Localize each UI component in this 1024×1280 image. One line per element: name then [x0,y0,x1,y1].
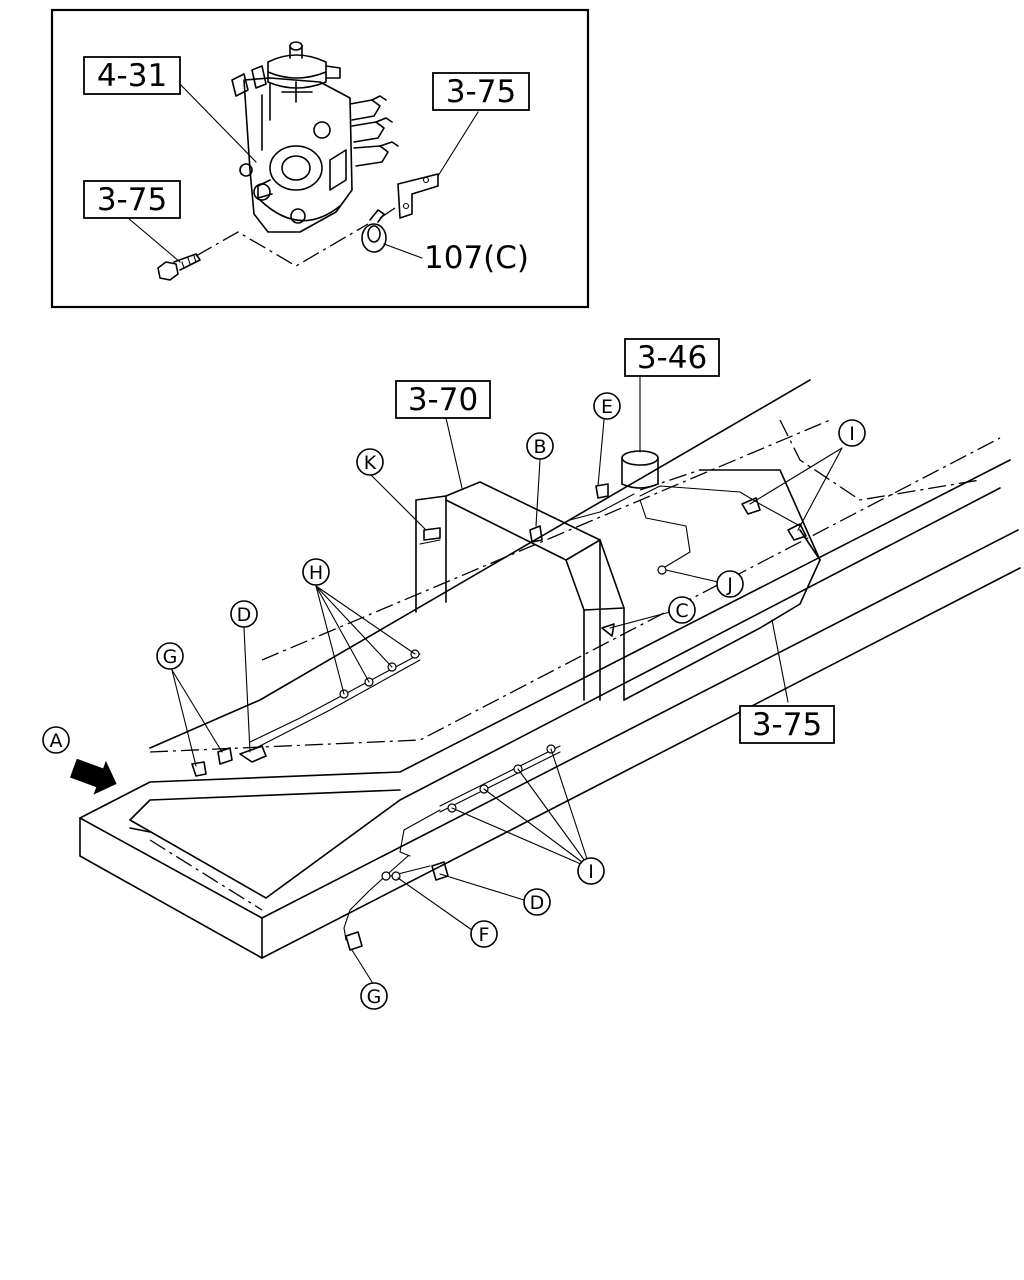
leader-lines [171,375,843,983]
label-box-3-70: 3-70 [395,380,491,419]
callout-C: C [668,596,696,624]
label-box-4-31: 4-31 [83,56,181,95]
fuel-tank [415,419,981,701]
callout-I-bottom: I [577,857,605,885]
bolt-icon [157,253,201,281]
svg-text:H: H [309,562,323,584]
label-107c: 107(C) [424,240,529,276]
svg-text:B: B [533,436,546,458]
callout-H: H [302,558,330,586]
svg-text:D: D [237,604,252,626]
callout-J: J [716,570,744,598]
callout-G-top: G [156,642,184,670]
svg-text:C: C [675,600,688,622]
label-box-3-46: 3-46 [624,338,720,377]
callout-F: F [470,920,498,948]
callout-B: B [526,432,554,460]
label-3-46: 3-46 [637,340,707,376]
callout-K: K [356,448,384,476]
label-4-31: 4-31 [97,58,167,94]
callout-G-bottom: G [360,982,388,1010]
svg-text:F: F [479,924,490,946]
view-arrow-icon [69,758,117,795]
svg-text:J: J [726,574,733,596]
svg-text:E: E [601,396,613,418]
clip-markers [191,483,807,951]
svg-text:I: I [588,861,594,883]
bracket-icon [397,173,439,219]
injection-pump-icon [231,41,399,233]
label-3-75-left: 3-75 [97,182,167,218]
svg-text:K: K [364,452,377,474]
label-box-3-75-left: 3-75 [83,180,181,219]
svg-text:A: A [50,730,63,752]
main-diagram: 3-46 3-70 3-75 A B C D D E F G G H I I J… [42,338,1021,1010]
svg-text:G: G [163,646,178,668]
callout-E: E [593,392,621,420]
svg-text:I: I [849,423,855,445]
label-box-3-75-top: 3-75 [432,72,530,111]
callout-D-top: D [230,600,258,628]
callout-D-bottom: D [523,888,551,916]
inset-panel: 4-31 3-75 3-75 107(C) [50,8,590,309]
label-3-75-main: 3-75 [752,707,822,743]
chassis-frame [79,379,1021,959]
label-3-70: 3-70 [408,382,478,418]
callout-I-top: I [838,419,866,447]
svg-text:G: G [367,986,382,1008]
callout-A: A [42,726,70,754]
label-3-75-top: 3-75 [446,74,516,110]
label-box-3-75-main: 3-75 [739,705,835,744]
svg-text:D: D [530,892,545,914]
